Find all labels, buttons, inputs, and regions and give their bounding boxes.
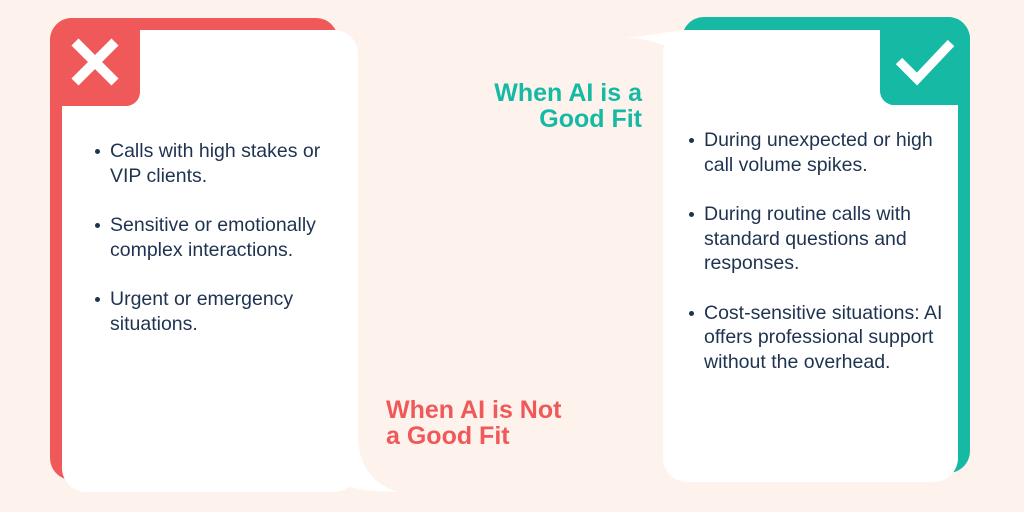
good-fit-heading-line1: When AI is a bbox=[494, 79, 642, 107]
not-fit-heading-line1: When AI is Not bbox=[386, 396, 562, 424]
not-fit-icon-tab bbox=[50, 18, 140, 106]
good-fit-heading: When AI is a Good Fit bbox=[422, 80, 642, 132]
list-item: Calls with high stakes or VIP clients. bbox=[95, 139, 345, 188]
list-item: Sensitive or emotionally complex interac… bbox=[95, 213, 345, 262]
list-item: During unexpected or high call volume sp… bbox=[689, 128, 944, 177]
not-fit-bubble-tail bbox=[330, 440, 398, 492]
x-icon bbox=[71, 38, 119, 86]
good-fit-list: During unexpected or high call volume sp… bbox=[689, 128, 944, 399]
checkmark-icon bbox=[895, 39, 955, 86]
good-fit-card bbox=[663, 30, 958, 482]
not-fit-heading-line2: a Good Fit bbox=[386, 422, 510, 450]
good-fit-icon-tab bbox=[880, 17, 970, 105]
list-item: Cost-sensitive situations: AI offers pro… bbox=[689, 301, 944, 375]
not-fit-list: Calls with high stakes or VIP clients. S… bbox=[95, 139, 345, 361]
good-fit-bubble-tail bbox=[626, 30, 686, 68]
not-fit-heading: When AI is Not a Good Fit bbox=[386, 397, 626, 449]
list-item: Urgent or emergency situations. bbox=[95, 287, 345, 336]
good-fit-heading-line2: Good Fit bbox=[539, 105, 642, 133]
not-fit-card bbox=[62, 30, 358, 492]
list-item: During routine calls with standard quest… bbox=[689, 202, 944, 276]
